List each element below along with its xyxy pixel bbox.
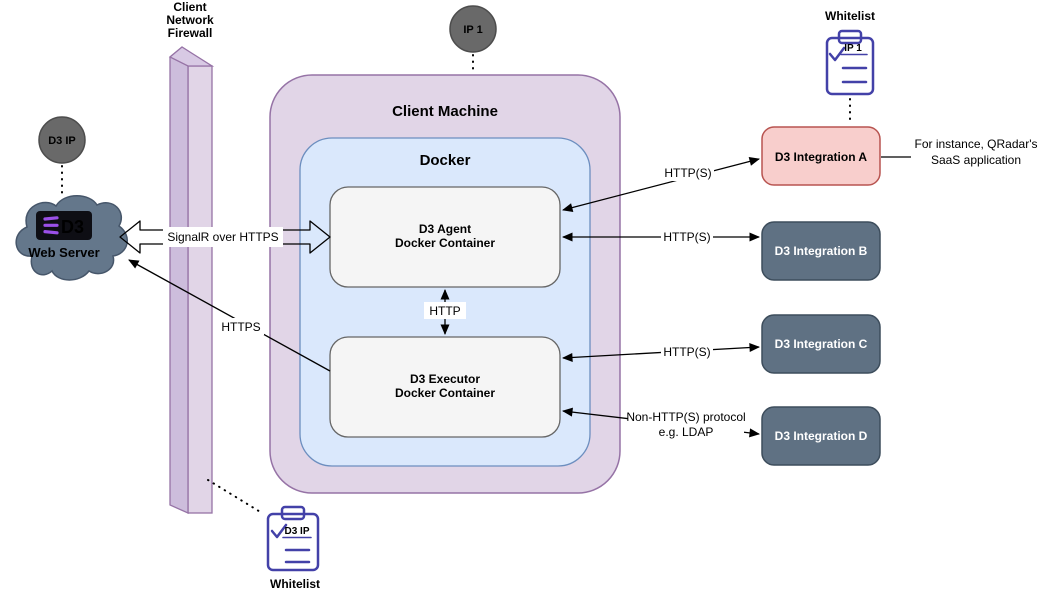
- edge-executor-integration-d: Non-HTTP(S) protocol e.g. LDAP: [562, 407, 760, 440]
- https-label: HTTPS: [221, 320, 260, 334]
- executor-c-label: HTTP(S): [663, 345, 710, 359]
- firewall-top-face: [168, 46, 215, 67]
- integration-c-label: D3 Integration C: [775, 337, 868, 351]
- integration-c-box: [761, 314, 881, 374]
- executor-label-line2: Docker Container: [395, 386, 495, 400]
- agent-label-line2: Docker Container: [395, 236, 495, 250]
- agent-b-label-bg: [661, 228, 713, 245]
- http-label: HTTP: [429, 304, 460, 318]
- annotation-line1: For instance, QRadar's: [914, 137, 1037, 151]
- dotted-link-firewall-whitelist: [207, 479, 263, 514]
- integration-b-box: [761, 221, 881, 281]
- signalr-label-bg: [163, 227, 283, 247]
- node-integration-d: D3 Integration D: [761, 406, 881, 466]
- annotation-qradar: For instance, QRadar's SaaS application: [881, 137, 1038, 167]
- executor-c-label-bg: [661, 343, 713, 360]
- edge-http: HTTP: [424, 289, 466, 335]
- edge-https: HTTPS: [128, 259, 331, 372]
- edge-agent-integration-a: HTTP(S): [562, 157, 760, 212]
- checkmark-icon: [270, 523, 288, 539]
- node-firewall: Client Network Firewall: [166, 0, 215, 515]
- edge-executor-integration-c: HTTP(S): [562, 343, 760, 362]
- agent-b-label: HTTP(S): [663, 230, 710, 244]
- node-d3-executor: D3 Executor Docker Container: [329, 336, 561, 438]
- firewall-label-line3: Firewall: [168, 26, 213, 40]
- https-line: [128, 259, 331, 372]
- firewall-side-face: [169, 46, 189, 515]
- badge-d3-ip: D3 IP: [38, 116, 86, 164]
- agent-a-line: [562, 157, 760, 212]
- client-machine-title: Client Machine: [392, 103, 498, 120]
- whitelist-bottom-entry: D3 IP: [284, 526, 309, 537]
- whitelist-top-title: Whitelist: [825, 9, 875, 23]
- clipboard-icon: [266, 505, 320, 572]
- executor-d-label-bg: [628, 408, 744, 440]
- executor-box: [329, 336, 561, 438]
- node-integration-a: D3 Integration A: [761, 126, 881, 186]
- whitelist-top: Whitelist IP 1: [825, 9, 875, 96]
- node-web-server: D3 Web Server: [15, 195, 128, 281]
- checkmark-icon: [828, 46, 846, 62]
- integration-a-label: D3 Integration A: [775, 150, 868, 164]
- ip1-circle: [449, 5, 497, 53]
- edge-signalr: SignalR over HTTPS: [119, 220, 331, 254]
- executor-d-label-line1: Non-HTTP(S) protocol: [626, 410, 745, 424]
- whitelist-bottom-title: Whitelist: [270, 577, 320, 591]
- badge-ip1: IP 1: [449, 5, 497, 53]
- d3-logo-glyph: [43, 216, 59, 235]
- integration-a-box: [761, 126, 881, 186]
- integration-d-box: [761, 406, 881, 466]
- node-integration-b: D3 Integration B: [761, 221, 881, 281]
- d3-ip-circle: [38, 116, 86, 164]
- docker-title: Docker: [420, 152, 471, 169]
- http-label-bg: [424, 302, 466, 319]
- node-integration-c: D3 Integration C: [761, 314, 881, 374]
- web-server-label: Web Server: [28, 245, 99, 260]
- edge-agent-integration-b: HTTP(S): [562, 228, 760, 245]
- https-label-bg: [218, 318, 264, 335]
- agent-label-line1: D3 Agent: [419, 222, 471, 236]
- whitelist-bottom: D3 IP Whitelist: [266, 505, 320, 591]
- clipboard-icon: [825, 29, 875, 96]
- d3-ip-label: D3 IP: [48, 135, 76, 147]
- firewall-label-line1: Client: [173, 0, 206, 14]
- signalr-block-arrow: [119, 220, 331, 254]
- integration-b-label: D3 Integration B: [775, 244, 868, 258]
- node-d3-agent: D3 Agent Docker Container: [329, 186, 561, 288]
- whitelist-top-entry: IP 1: [844, 43, 862, 54]
- firewall-label-line2: Network: [166, 13, 214, 27]
- agent-a-label: HTTP(S): [664, 166, 711, 180]
- annotation-line2: SaaS application: [931, 153, 1021, 167]
- d3-logo-text: D3: [61, 217, 84, 237]
- agent-a-label-bg: [662, 164, 714, 181]
- executor-label-line1: D3 Executor: [410, 372, 480, 386]
- integration-d-label: D3 Integration D: [775, 429, 868, 443]
- executor-d-label-line2: e.g. LDAP: [659, 425, 714, 439]
- d3-logo: D3: [36, 211, 92, 240]
- signalr-label: SignalR over HTTPS: [167, 230, 278, 244]
- ip1-label: IP 1: [463, 24, 482, 36]
- firewall-front-face: [187, 65, 213, 514]
